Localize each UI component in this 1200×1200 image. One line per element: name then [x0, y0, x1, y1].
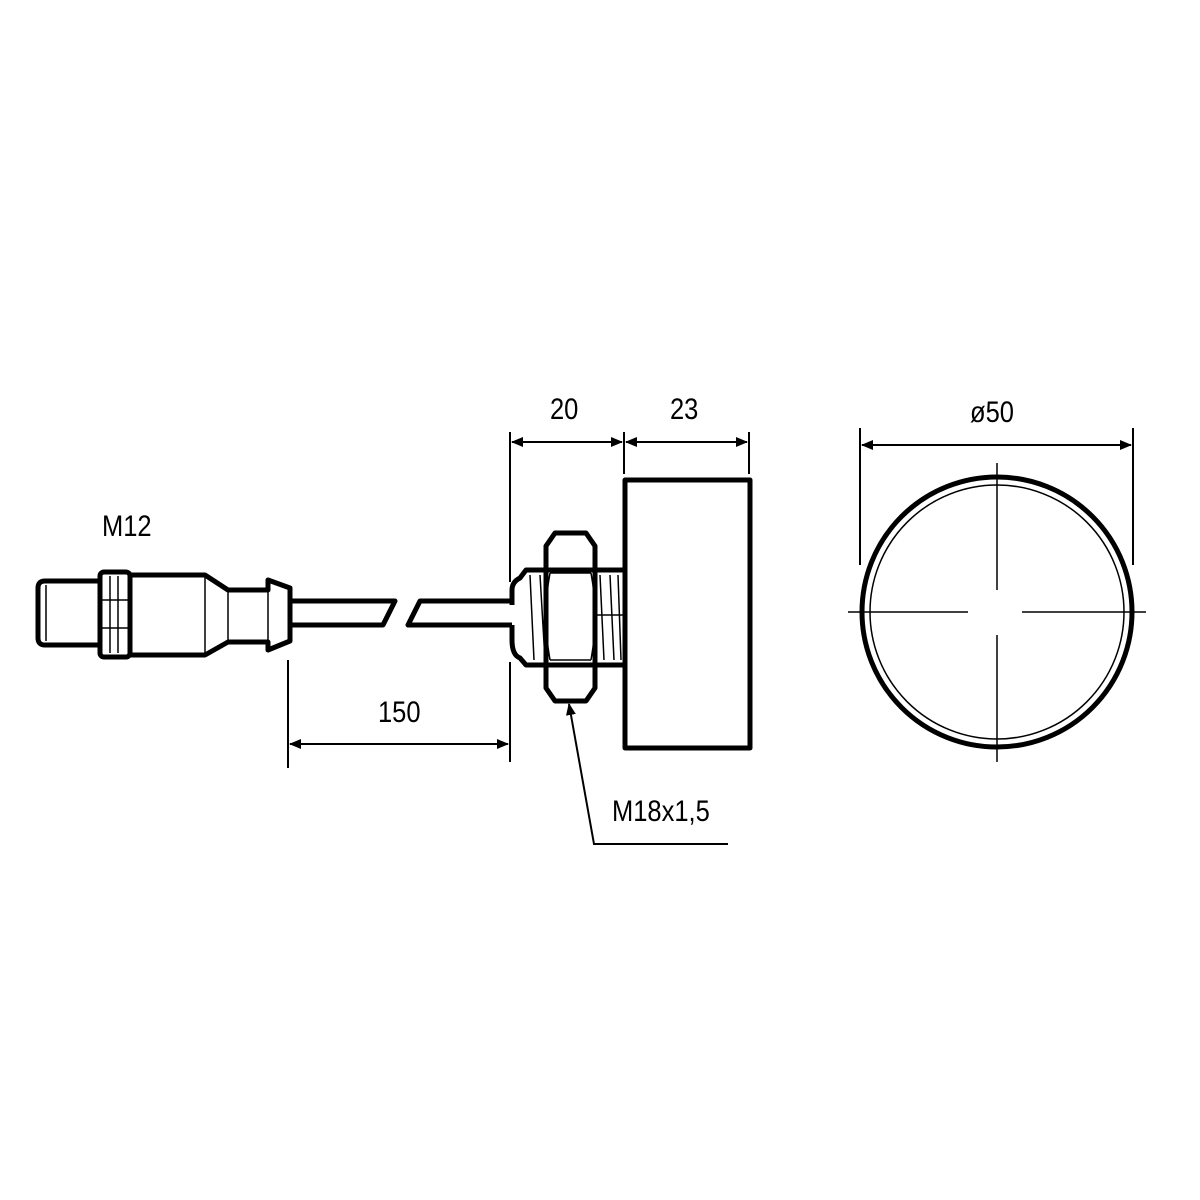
dimension-lines	[287, 428, 1134, 845]
sensor-housing	[622, 477, 753, 751]
thread-spec-label: M18x1,5	[612, 795, 710, 828]
cable	[290, 598, 512, 628]
hex-nut	[543, 530, 598, 704]
connector-label: M12	[102, 510, 152, 543]
front-view	[848, 463, 1146, 762]
cable-length-label: 150	[378, 696, 421, 729]
m12-connector	[35, 569, 293, 660]
sensor-thread	[509, 567, 628, 668]
diameter-label: ø50	[970, 396, 1014, 429]
thread-length-label: 20	[550, 393, 579, 426]
housing-length-label: 23	[670, 393, 699, 426]
